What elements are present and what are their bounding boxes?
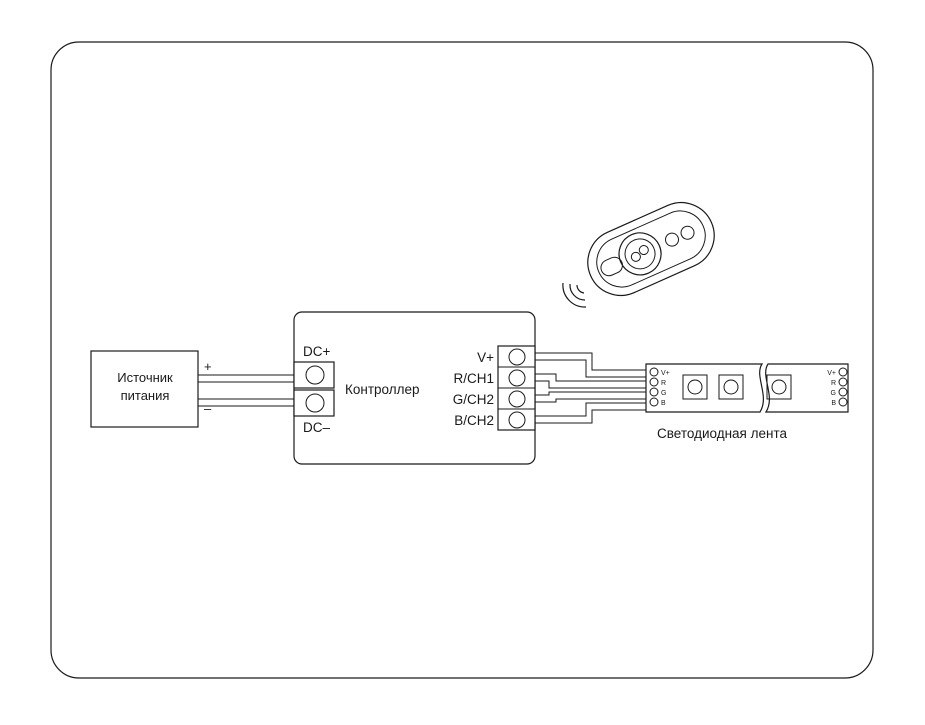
power-supply-box: Источник питания bbox=[90, 350, 199, 428]
controller-label: Контроллер bbox=[345, 382, 420, 397]
strip-pad-left-g: G bbox=[661, 390, 666, 397]
led-chip bbox=[766, 374, 792, 400]
dc-minus-label: DC– bbox=[303, 420, 330, 435]
strip-pad-right-r: R bbox=[831, 380, 836, 387]
minus-polarity-label: – bbox=[204, 401, 212, 416]
dc-plus-label: DC+ bbox=[303, 344, 330, 359]
diagram-frame bbox=[50, 41, 874, 679]
led-chip bbox=[682, 374, 708, 400]
led-strip bbox=[645, 363, 849, 413]
plus-polarity-label: + bbox=[204, 359, 212, 374]
input-terminal-dc-minus bbox=[293, 389, 335, 417]
output-label-r-ch1: R/CH1 bbox=[453, 371, 494, 386]
led-chip bbox=[718, 374, 744, 400]
strip-pad-left-r: R bbox=[661, 380, 666, 387]
output-terminals bbox=[497, 345, 536, 431]
led-strip-label: Светодиодная лента bbox=[657, 426, 787, 441]
power-wires bbox=[198, 374, 295, 407]
strip-pad-right-v-plus: V+ bbox=[827, 370, 836, 377]
strip-pad-right-b: B bbox=[831, 400, 836, 407]
strip-pad-left-v-plus: V+ bbox=[661, 370, 670, 377]
power-supply-label-line2: питания bbox=[121, 388, 170, 403]
output-wires bbox=[535, 352, 646, 424]
strip-pad-right-g: G bbox=[831, 390, 836, 397]
output-label-g-ch2: G/CH2 bbox=[453, 392, 494, 407]
wireless-signal-icon bbox=[562, 282, 587, 308]
strip-pad-left-b: B bbox=[661, 400, 666, 407]
input-terminal-dc-plus bbox=[293, 361, 335, 389]
rf-remote-icon bbox=[587, 201, 715, 297]
output-label-v-plus: V+ bbox=[477, 350, 494, 365]
output-label-b-ch2: B/CH2 bbox=[454, 413, 494, 428]
power-supply-label-line1: Источник bbox=[117, 370, 173, 385]
